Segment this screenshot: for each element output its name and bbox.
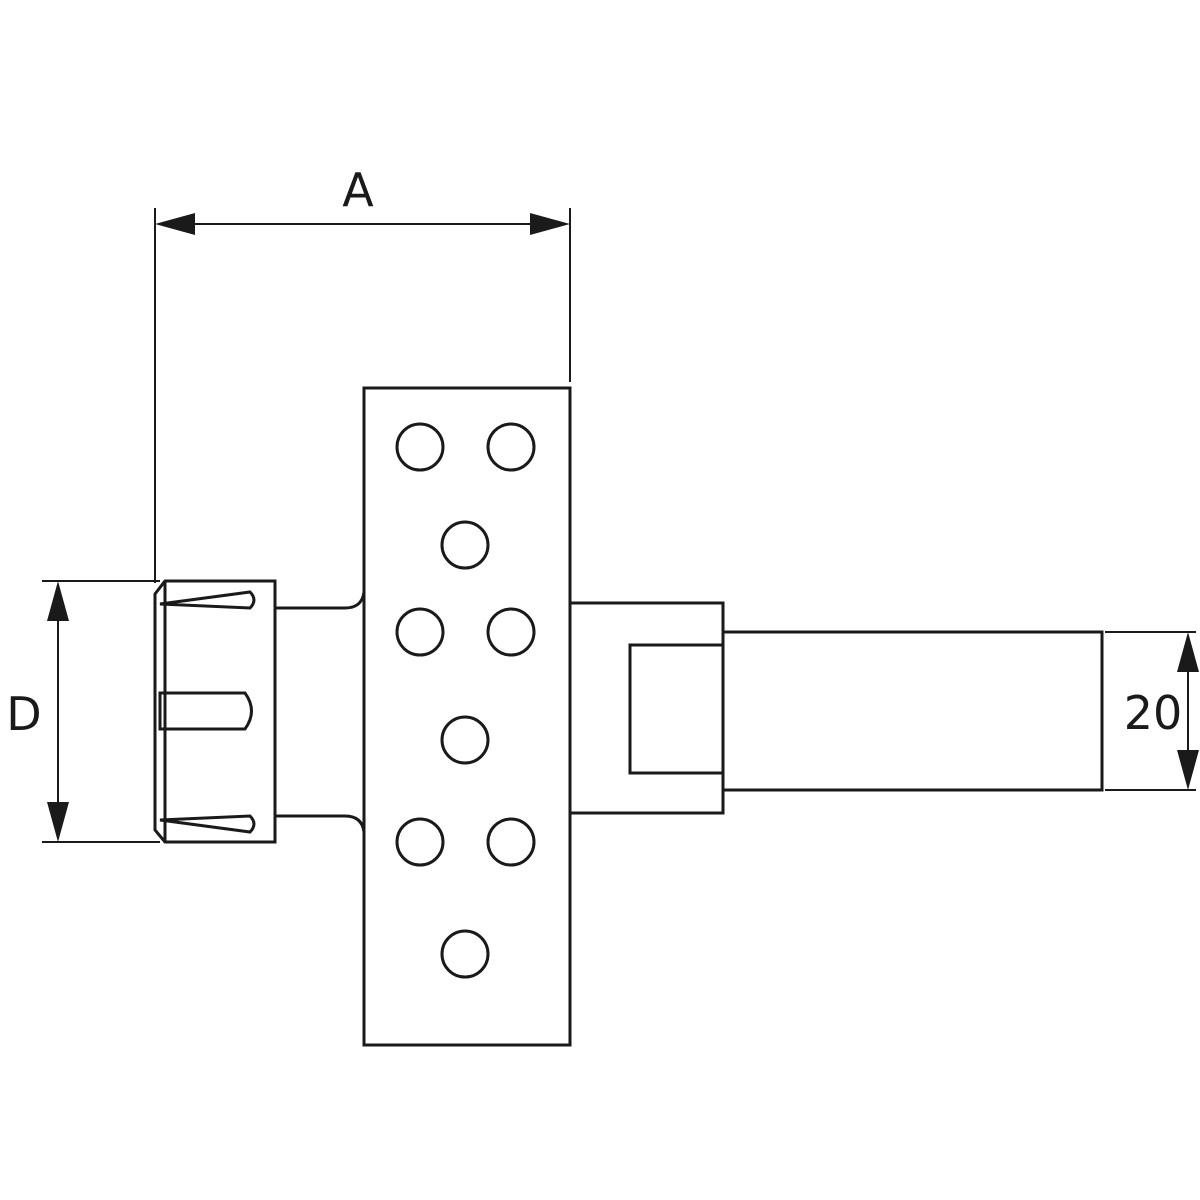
collet-slot-middle — [158, 691, 253, 731]
plate-hole — [440, 929, 490, 979]
collet-nut — [153, 579, 277, 844]
collet-slot-bottom — [159, 814, 256, 834]
plate-hole — [395, 817, 445, 867]
dim-20-arrow-bottom — [1177, 750, 1199, 790]
dimension-a: A — [154, 163, 571, 583]
collet-nut-outline — [153, 579, 277, 844]
plate-hole — [440, 715, 490, 765]
hub-block-outline — [568, 601, 725, 815]
dim-20-arrow-top — [1177, 632, 1199, 672]
shank-outline — [721, 630, 1104, 792]
neck — [275, 591, 366, 833]
plate-hole — [440, 520, 490, 570]
plate-hole — [486, 817, 536, 867]
dim-a-label: A — [342, 163, 374, 217]
plate-hole — [395, 607, 445, 657]
dimension-d: D — [6, 580, 160, 843]
plate-hole — [395, 422, 445, 472]
dim-a-arrow-left — [155, 213, 195, 235]
dim-d-arrow-top — [47, 581, 69, 621]
dim-20-label: 20 — [1124, 686, 1183, 740]
neck-bottom-edge — [275, 814, 366, 833]
dim-d-label: D — [6, 687, 41, 741]
plate-hole — [486, 422, 536, 472]
neck-top-edge — [275, 591, 366, 610]
plate-hole — [486, 607, 536, 657]
cutter-plate — [362, 386, 572, 1047]
dimension-20: 20 — [1105, 631, 1199, 791]
hub-recess — [628, 643, 725, 775]
dim-d-arrow-bottom — [47, 802, 69, 842]
hub-block — [568, 601, 725, 815]
shank — [721, 630, 1104, 792]
dim-a-arrow-right — [530, 213, 570, 235]
collet-slot-top — [159, 590, 256, 610]
